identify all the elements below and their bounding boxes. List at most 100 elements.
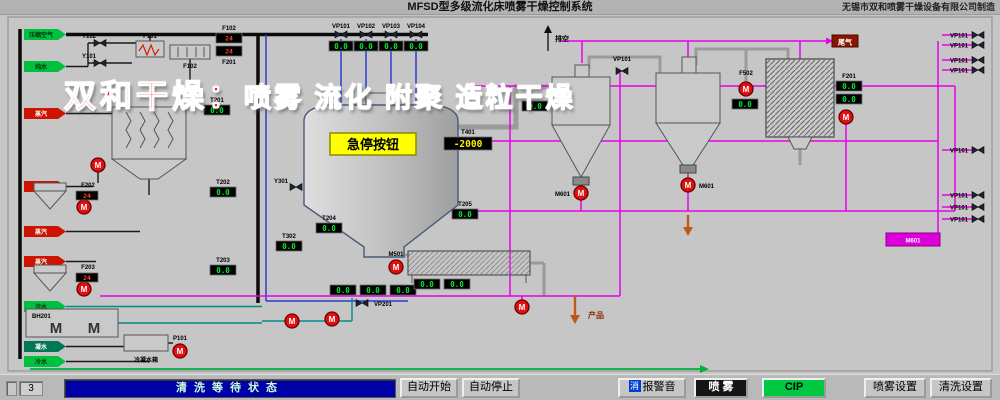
- auto-start-button[interactable]: 自动开始: [400, 378, 458, 398]
- spray-settings-button[interactable]: 喷雾设置: [864, 378, 926, 398]
- valve-vp103[interactable]: [384, 30, 398, 39]
- svg-text:污水: 污水: [35, 303, 48, 311]
- svg-text:0.0: 0.0: [842, 95, 856, 104]
- bag-filter: [110, 106, 188, 180]
- valve-vp101b[interactable]: [615, 67, 629, 75]
- display-row2: 0.0: [359, 284, 387, 296]
- cyclone2-discharge-arrowhead: [683, 227, 693, 236]
- pump-center-2[interactable]: M: [324, 311, 340, 327]
- pump-product[interactable]: M: [514, 299, 530, 315]
- display-vp2: 0.0: [353, 40, 379, 52]
- valve-y301[interactable]: [289, 183, 303, 191]
- label-t204: T204: [322, 216, 336, 222]
- svg-text:24: 24: [225, 48, 233, 56]
- pump-m601b[interactable]: M: [680, 177, 696, 193]
- fluid-bed: [407, 250, 531, 283]
- heater-f102: [169, 44, 211, 60]
- cyclone-2: [655, 56, 721, 174]
- feed-arrow-steam-3: 蒸汽: [24, 226, 66, 237]
- diagram-canvas: 压缩空气 纯水 蒸汽 蒸汽 蒸汽 蒸汽: [7, 16, 993, 373]
- heater-f101: [135, 40, 165, 58]
- label-f202: F202: [81, 183, 95, 189]
- auto-stop-button[interactable]: 自动停止: [462, 378, 520, 398]
- pump-f202[interactable]: M: [76, 199, 92, 215]
- svg-text:M: M: [81, 203, 88, 212]
- right-valve-0[interactable]: VP101: [950, 31, 985, 40]
- pump-m501[interactable]: M: [388, 259, 404, 275]
- right-valve-4[interactable]: VP101: [950, 146, 985, 155]
- svg-text:0.0: 0.0: [322, 224, 336, 233]
- display-cyclone: 0.0: [521, 100, 549, 112]
- steam-exchanger-f202: [32, 182, 68, 210]
- feed-arrow-compressed-air: 压缩空气: [24, 29, 66, 40]
- spray-button[interactable]: 喷 雾: [694, 378, 748, 398]
- right-valve-1[interactable]: VP101: [950, 41, 985, 50]
- valve-y101[interactable]: [93, 59, 107, 67]
- feed-arrow-pure-water: 纯水: [24, 61, 66, 72]
- feed-arrow-steam-4: 蒸汽: [24, 256, 66, 267]
- label-m601a: M601: [555, 192, 571, 198]
- fan-control-box[interactable]: M601: [885, 232, 941, 247]
- display-t201: 0.0: [203, 104, 231, 116]
- svg-text:0.0: 0.0: [420, 280, 434, 289]
- emergency-stop-button[interactable]: 急停按钮: [329, 132, 417, 156]
- svg-text:0.0: 0.0: [366, 286, 380, 295]
- mute-label: 报警音: [642, 381, 676, 393]
- svg-text:M: M: [95, 161, 102, 170]
- pump-m601a[interactable]: M: [573, 185, 589, 201]
- label-t205: T205: [458, 202, 472, 208]
- pump-filter[interactable]: M: [90, 157, 106, 173]
- display-vp3: 0.0: [378, 40, 404, 52]
- svg-text:0.0: 0.0: [450, 280, 464, 289]
- pump-center-1[interactable]: M: [284, 313, 300, 329]
- svg-text:M: M: [81, 285, 88, 294]
- svg-text:M: M: [329, 315, 336, 324]
- svg-text:蒸汽: 蒸汽: [35, 110, 47, 118]
- display-t204: 0.0: [315, 222, 343, 234]
- pump-f502[interactable]: M: [738, 81, 754, 97]
- valve-vp104[interactable]: [409, 30, 423, 39]
- svg-text:压缩空气: 压缩空气: [29, 31, 53, 39]
- label-p101: P101: [173, 336, 188, 342]
- svg-text:VP101: VP101: [950, 44, 969, 50]
- motor-icon: M: [50, 320, 63, 337]
- svg-text:排空: 排空: [555, 34, 569, 43]
- product-arrowhead: [570, 315, 580, 324]
- valve-vp102[interactable]: [359, 30, 373, 39]
- label-vp104: VP104: [407, 24, 426, 30]
- svg-text:0.0: 0.0: [216, 266, 230, 275]
- bottom-control-bar: 3 清洗等待状态 自动开始 自动停止 消报警音 喷 雾 CIP 喷雾设置 清洗设…: [0, 374, 1000, 400]
- valve-y102[interactable]: [93, 39, 107, 47]
- right-valve-6[interactable]: VP101: [950, 203, 985, 212]
- pump-f203[interactable]: M: [76, 281, 92, 297]
- mute-alarm-button[interactable]: 消报警音: [618, 378, 686, 398]
- display-f502: 0.0: [731, 98, 759, 110]
- right-valve-5[interactable]: VP101: [950, 191, 985, 200]
- display-row3: 0.0: [389, 284, 417, 296]
- right-valve-2[interactable]: VP101: [950, 56, 985, 65]
- svg-text:0.0: 0.0: [458, 210, 472, 219]
- right-valve-7[interactable]: VP101: [950, 215, 985, 224]
- label-f102-box: F102: [183, 64, 197, 70]
- svg-text:凝水: 凝水: [35, 343, 48, 351]
- duct-chamber-cyclone: [458, 84, 552, 130]
- svg-text:0.0: 0.0: [334, 42, 348, 51]
- pump-p101[interactable]: M: [172, 343, 188, 359]
- svg-text:VP101: VP101: [950, 59, 969, 65]
- diagram-frame: [7, 16, 993, 372]
- tailgas-outlet: 尾气: [831, 34, 859, 48]
- valve-vp101[interactable]: [334, 30, 348, 39]
- svg-text:M: M: [289, 317, 296, 326]
- clean-settings-button[interactable]: 清洗设置: [930, 378, 992, 398]
- cip-button[interactable]: CIP: [762, 378, 826, 398]
- pump-f201-right[interactable]: M: [838, 109, 854, 125]
- label-f201-right: F201: [842, 74, 856, 80]
- svg-text:-2000: -2000: [454, 139, 483, 150]
- right-valve-3[interactable]: VP101: [950, 66, 985, 75]
- svg-text:M: M: [743, 85, 750, 94]
- page-nav-icon[interactable]: [6, 381, 17, 396]
- svg-text:M: M: [177, 347, 184, 356]
- svg-text:0.0: 0.0: [210, 106, 224, 115]
- svg-text:M: M: [685, 181, 692, 190]
